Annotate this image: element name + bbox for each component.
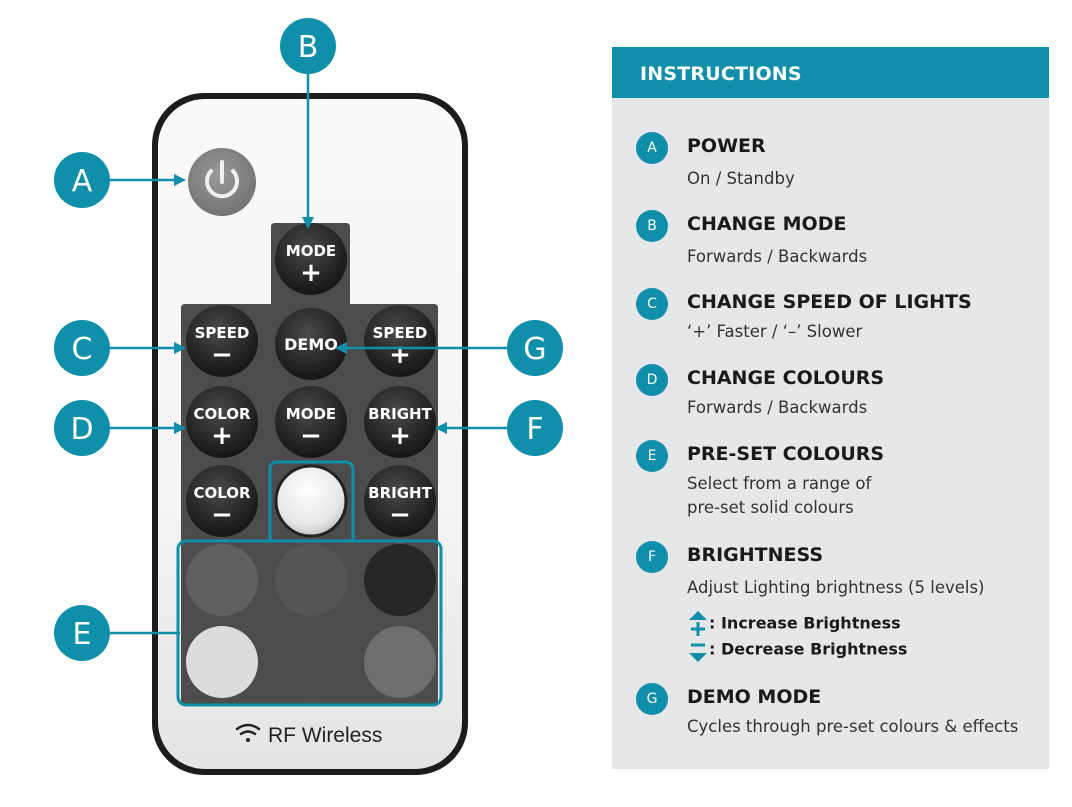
instruction-title: PRE-SET COLOURS [687,443,885,465]
white-colour-button[interactable] [274,464,348,538]
decrease-brightness-label: : Decrease Brightness [709,639,908,659]
svg-text:G: G [523,332,546,367]
mode-plus-button[interactable]: MODE+ [275,223,347,295]
callout-arrow-c [174,342,186,354]
decrease-brightness-icon [689,643,707,662]
badge-d: D [636,364,668,396]
speed-minus-button[interactable]: SPEED− [186,305,258,377]
color-plus-button[interactable]: COLOR+ [186,386,258,458]
color-plus-symbol: + [211,421,233,451]
decrease-brightness-row: : Decrease Brightness [687,637,907,663]
instruction-title: CHANGE MODE [687,213,847,235]
demo-label: DEMO [284,335,338,354]
preset-colours-highlight [176,539,443,707]
svg-text:A: A [72,164,93,199]
svg-text:E: E [73,617,92,652]
bright-plus-label: BRIGHT [368,405,432,423]
increase-brightness-label: : Increase Brightness [709,613,901,633]
instruction-desc: Cycles through pre-set colours & effects [687,717,1019,736]
power-button[interactable] [188,148,256,216]
badge-c: C [636,288,668,320]
white-button-highlight [268,460,355,541]
callout-b: B [280,18,336,74]
preset-colour-button-1[interactable] [186,544,258,616]
speed-minus-label: SPEED [195,324,250,342]
callout-d: D [54,400,110,456]
instruction-desc: pre-set solid colours [687,498,854,517]
callout-arrow-a [174,174,186,186]
instruction-desc: Select from a range of [687,474,872,493]
remote-diagram: MODE+SPEED−DEMOSPEED+COLOR+MODE−BRIGHT+C… [54,18,563,775]
preset-colour-button-4[interactable] [186,626,258,698]
instruction-title: POWER [687,135,766,157]
mode-minus-button[interactable]: MODE− [275,386,347,458]
mode-minus-symbol: − [300,421,322,451]
mode-plus-label: MODE [286,242,336,260]
callout-arrow-f [435,422,447,434]
bright-plus-button[interactable]: BRIGHT+ [364,386,436,458]
callout-a: A [54,152,110,208]
instructions-header: INSTRUCTIONS [612,47,1049,98]
bright-minus-label: BRIGHT [368,484,432,502]
svg-text:F: F [526,412,543,447]
svg-text:C: C [72,332,93,367]
badge-a: A [636,132,668,164]
badge-g: G [636,683,668,715]
preset-colour-button-5[interactable] [275,626,347,698]
speed-plus-button[interactable]: SPEED+ [364,305,436,377]
speed-minus-symbol: − [211,340,233,370]
increase-brightness-icon [689,611,707,636]
instruction-title: CHANGE COLOURS [687,367,885,389]
speed-plus-label: SPEED [373,324,428,342]
svg-text:D: D [70,412,93,447]
callout-arrow-g [335,342,347,354]
bright-minus-button[interactable]: BRIGHT− [364,465,436,537]
color-minus-symbol: − [211,500,233,530]
callout-arrow-d [174,422,186,434]
mode-plus-symbol: + [300,258,322,288]
callout-arrow-b [302,217,314,229]
badge-e: E [636,440,668,472]
svg-text:B: B [298,30,319,65]
demo-button[interactable]: DEMO [275,308,347,380]
color-minus-button[interactable]: COLOR− [186,465,258,537]
instruction-title: DEMO MODE [687,686,822,708]
instructions-panel: INSTRUCTIONS A POWER On / Standby B CHAN… [612,47,1049,769]
color-plus-label: COLOR [193,405,251,423]
callout-f: F [507,400,563,456]
color-minus-label: COLOR [193,484,251,502]
preset-colour-button-2[interactable] [275,544,347,616]
preset-colour-button-3[interactable] [364,544,436,616]
instruction-title: BRIGHTNESS [687,544,824,566]
instruction-desc: On / Standby [687,169,795,188]
instruction-desc: ‘+’ Faster / ‘–’ Slower [687,322,863,341]
bright-plus-symbol: + [389,421,411,451]
wifi-icon [235,723,261,742]
instruction-title: CHANGE SPEED OF LIGHTS [687,291,972,313]
callout-e: E [54,605,110,661]
callout-c: C [54,320,110,376]
instruction-desc: Adjust Lighting brightness (5 levels) [687,578,985,597]
badge-b: B [636,210,668,242]
increase-brightness-row: : Increase Brightness [687,611,901,637]
rf-wireless-label: RF Wireless [268,724,382,747]
instruction-desc: Forwards / Backwards [687,398,868,417]
badge-f: F [636,541,668,573]
mode-minus-label: MODE [286,405,336,423]
preset-colour-button-6[interactable] [364,626,436,698]
speed-plus-symbol: + [389,340,411,370]
instruction-desc: Forwards / Backwards [687,247,868,266]
callout-g: G [507,320,563,376]
bright-minus-symbol: − [389,500,411,530]
power-icon [205,160,239,199]
